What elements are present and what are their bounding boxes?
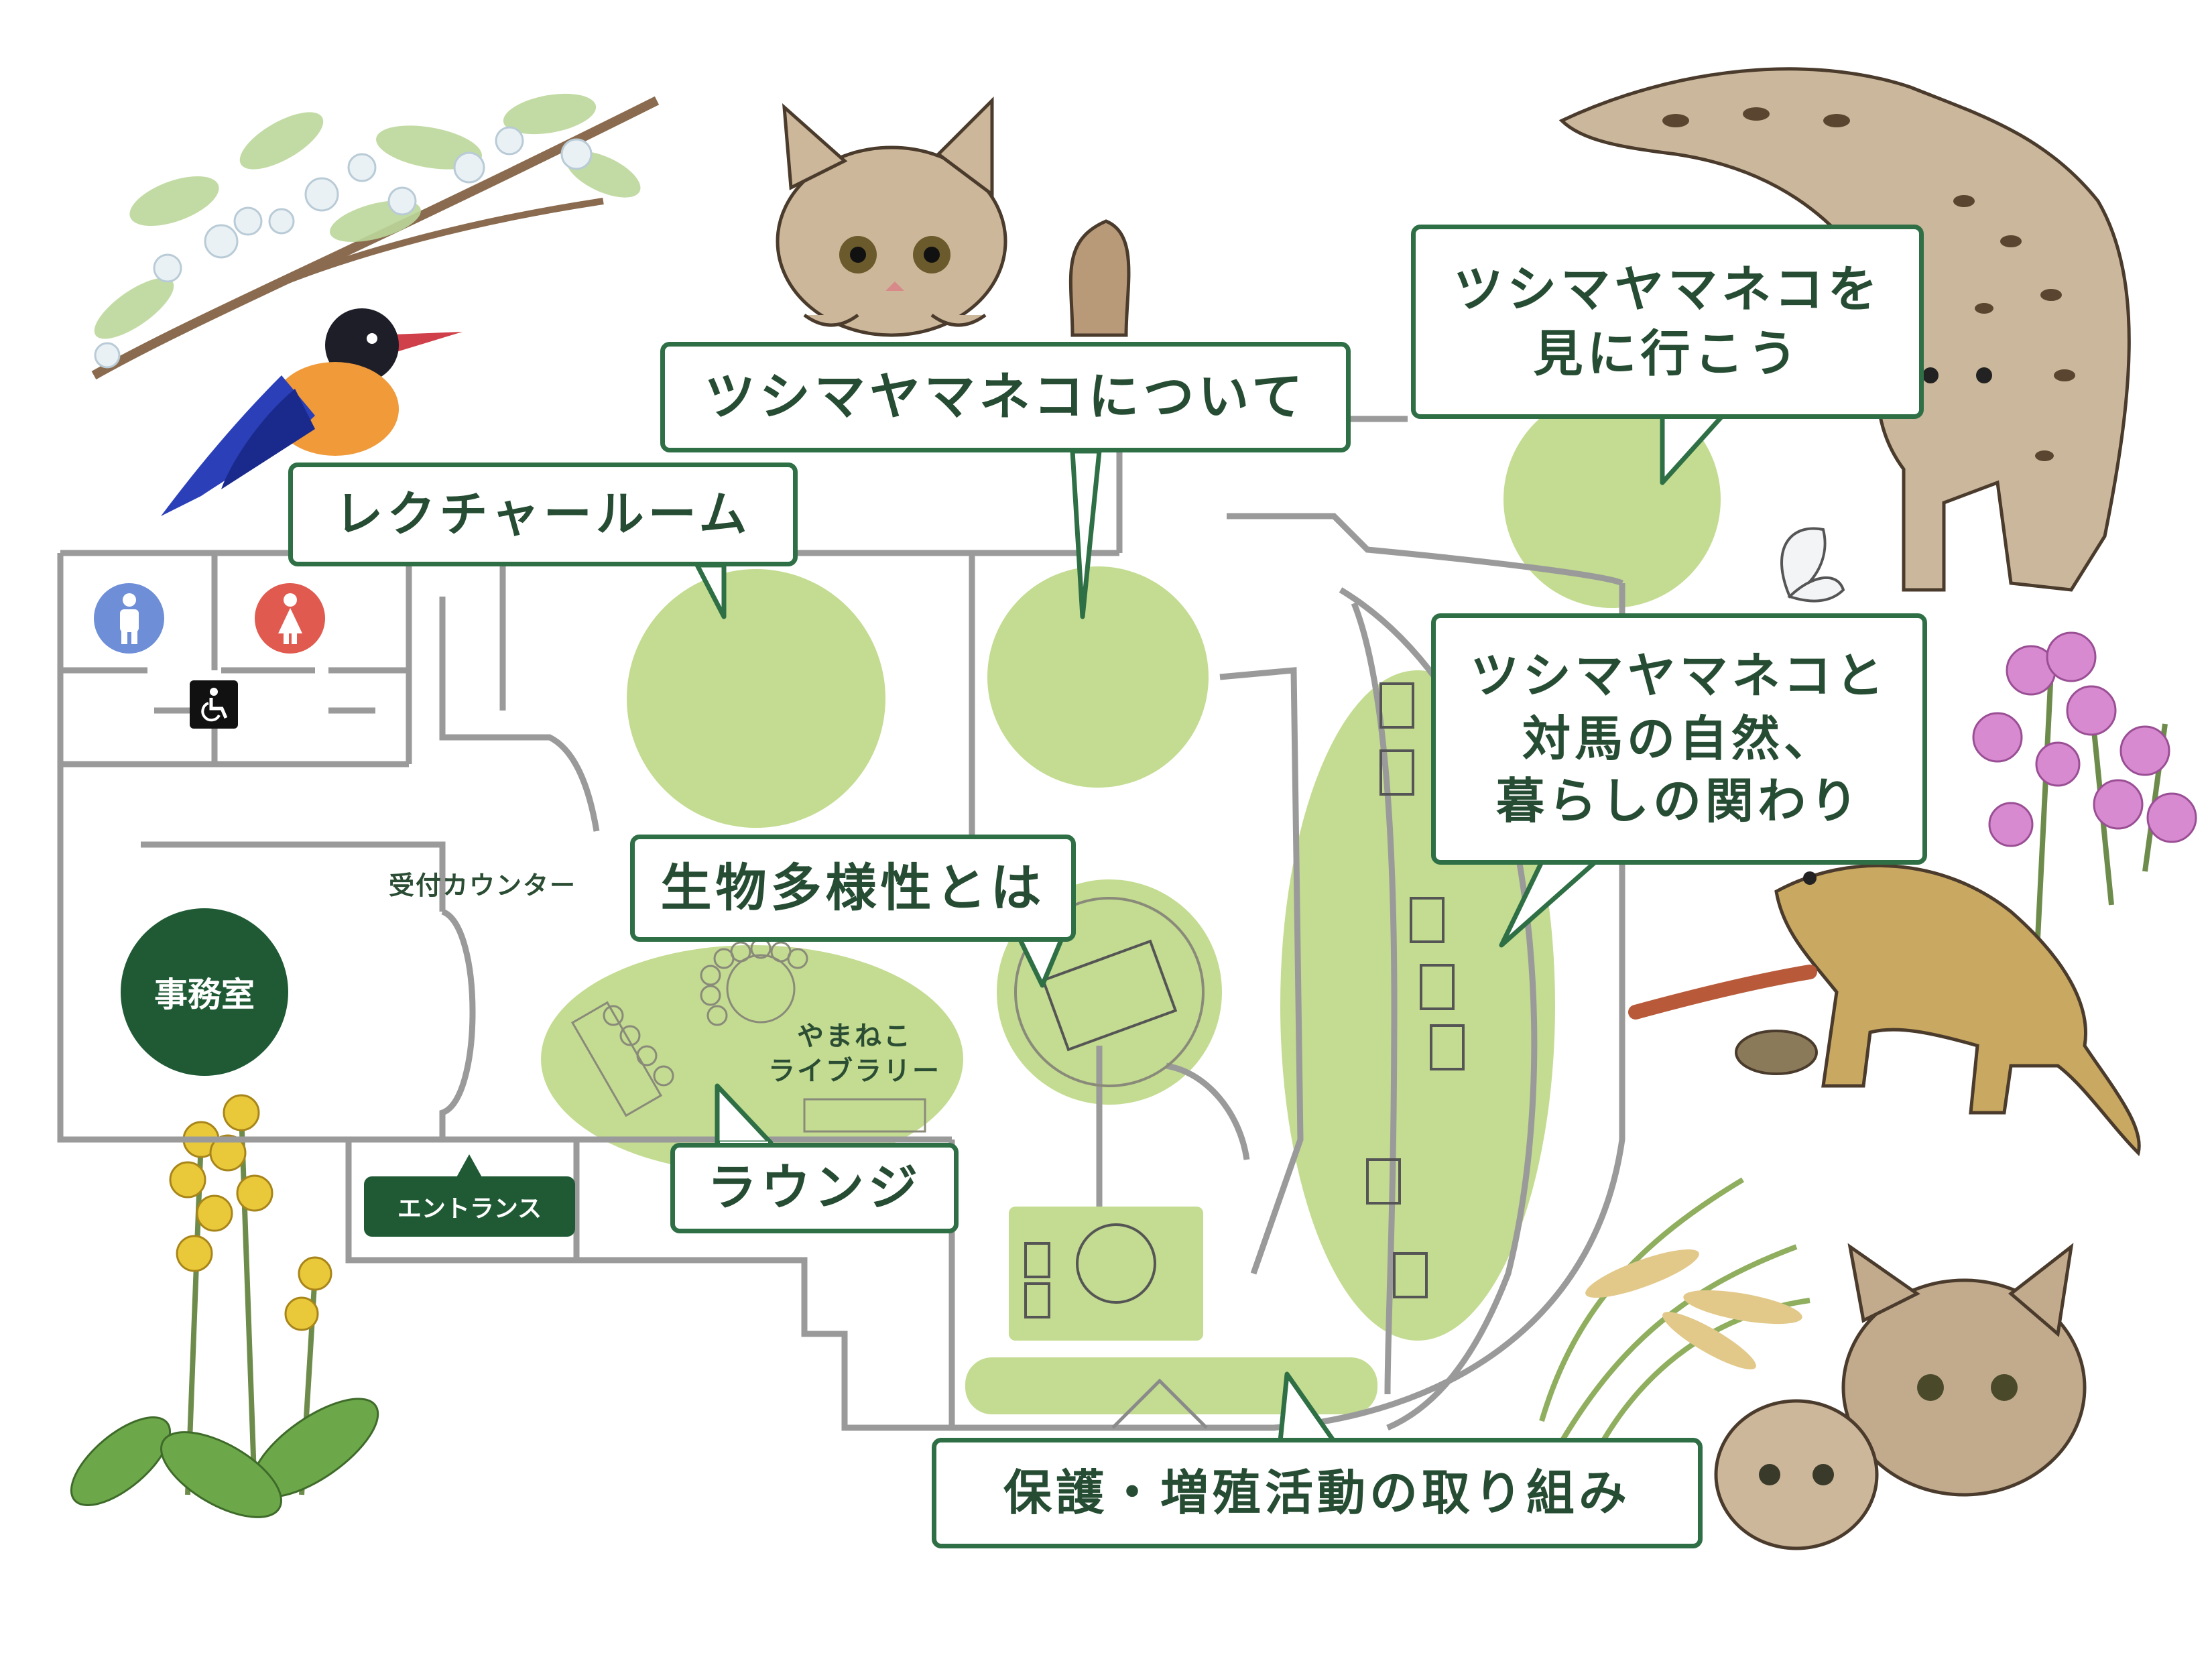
standing-cat-illustration [1558, 67, 2131, 592]
entrance-arrow-icon [456, 1154, 483, 1178]
office-label: 事務室 [154, 975, 255, 1014]
callout-conservation: 保護・増殖活動の取り組み [932, 1438, 1703, 1548]
frog-illustration [1735, 1030, 1818, 1075]
callout-lounge-text: ラウンジ [707, 1159, 922, 1217]
callout-nature-life-text: ツシマヤマネコと 対馬の自然、 暮らしの関わり [1470, 648, 1888, 830]
callout-lounge: ラウンジ [670, 1143, 959, 1233]
conservation-zone-box [1009, 1207, 1203, 1341]
male-restroom-icon [94, 583, 164, 654]
lecture-room-zone [627, 569, 885, 828]
entrance-label: エントランス [397, 1195, 542, 1223]
flower-branch-illustration [91, 93, 660, 380]
callout-biodiversity: 生物多様性とは [630, 835, 1076, 942]
kitten-top-illustration [776, 96, 1131, 337]
wheelchair-icon [190, 680, 238, 729]
library-label: やまねこ ライブラリー [768, 1021, 941, 1087]
yellow-orchid-illustration [70, 1094, 379, 1518]
callout-nature-life: ツシマヤマネコと 対馬の自然、 暮らしの関わり [1431, 613, 1927, 865]
pink-flowers-illustration [1972, 631, 2197, 939]
entrance-badge: エントランス [364, 1176, 575, 1237]
callout-about-cat: ツシマヤマネコについて [660, 342, 1351, 452]
cat-and-kitten-illustration [1714, 1243, 2087, 1550]
about-cat-zone [987, 566, 1209, 788]
callout-go-see-cat-text: ツシマヤマネコを 見に行こう [1453, 260, 1882, 383]
callout-go-see-cat: ツシマヤマネコを 見に行こう [1411, 225, 1924, 419]
conservation-zone-bar [965, 1357, 1377, 1414]
callout-about-cat-text: ツシマヤマネコについて [704, 367, 1307, 427]
reception-label: 受付カウンター [389, 871, 577, 900]
rice-ears-illustration [1585, 1249, 1802, 1369]
callout-biodiversity-text: 生物多様性とは [660, 857, 1046, 918]
butterfly-illustration [1780, 527, 1845, 603]
marten-illustration [1774, 864, 2141, 1156]
callout-conservation-text: 保護・増殖活動の取り組み [1003, 1464, 1631, 1521]
lounge-zone [541, 945, 963, 1173]
snake-illustration [1628, 965, 1817, 1020]
office-badge: 事務室 [121, 908, 288, 1076]
female-restroom-icon [255, 583, 325, 654]
exhibit-zones [541, 391, 1721, 1414]
callout-lecture-room-text: レクチャールーム [334, 485, 751, 542]
callout-lecture-room: レクチャールーム [288, 463, 798, 566]
kingfisher-illustration [161, 308, 463, 516]
